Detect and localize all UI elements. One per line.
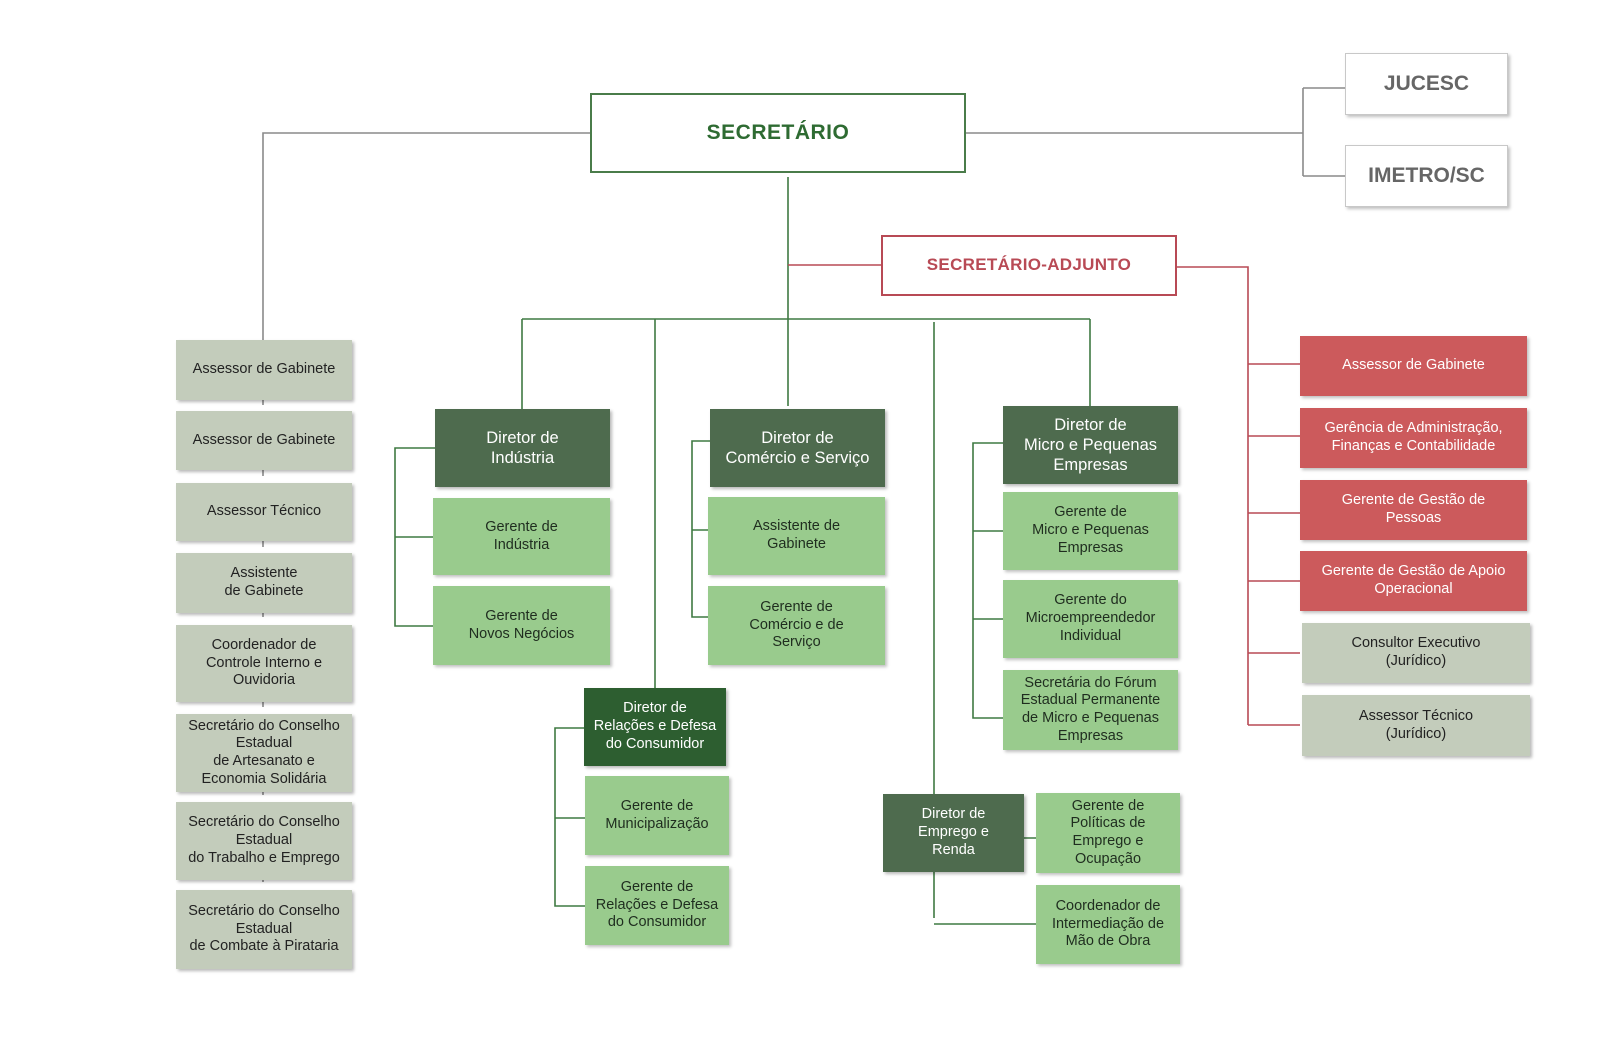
red-connectors (788, 264, 1300, 726)
secretario-box: SECRETÁRIO (590, 93, 966, 173)
adjunto-unit: Assessor de Gabinete (1300, 336, 1527, 396)
imetro-box: IMETRO/SC (1345, 145, 1508, 207)
diretor-consumidor-box: Diretor de Relações e Defesa do Consumid… (584, 688, 726, 766)
gerente-comercio-box: Gerente de Comércio e de Serviço (708, 586, 885, 665)
gerente-mei-box: Gerente do Microempreendedor Individual (1003, 580, 1178, 658)
left-unit: Assessor de Gabinete (176, 340, 352, 400)
imetro-label: IMETRO/SC (1368, 164, 1485, 188)
left-unit: Secretário do Conselho Estadual de Comba… (176, 890, 352, 969)
adjunto-unit: Gerência de Administração, Finanças e Co… (1300, 408, 1527, 468)
adjunto-unit: Gerente de Gestão de Apoio Operacional (1300, 551, 1527, 611)
secretario-adjunto-label: SECRETÁRIO-ADJUNTO (926, 255, 1132, 275)
diretor-industria-box: Diretor de Indústria (435, 409, 610, 487)
gerente-micro-box: Gerente de Micro e Pequenas Empresas (1003, 492, 1178, 570)
left-unit: Assessor de Gabinete (176, 411, 352, 470)
gerente-relacoes-defesa-box: Gerente de Relações e Defesa do Consumid… (585, 866, 729, 945)
gerente-politicas-emprego-box: Gerente de Políticas de Emprego e Ocupaç… (1036, 793, 1180, 873)
gray-connectors (262, 87, 1345, 882)
secretario-label: SECRETÁRIO (706, 121, 850, 145)
coordenador-intermediacao-box: Coordenador de Intermediação de Mão de O… (1036, 885, 1180, 964)
diretor-micro-box: Diretor de Micro e Pequenas Empresas (1003, 406, 1178, 484)
assistente-gabinete-comercio-box: Assistente de Gabinete (708, 497, 885, 575)
diretor-comercio-box: Diretor de Comércio e Serviço (710, 409, 885, 487)
left-unit: Assistente de Gabinete (176, 553, 352, 613)
adjunto-unit: Assessor Técnico (Jurídico) (1302, 695, 1530, 756)
left-unit: Assessor Técnico (176, 483, 352, 541)
gerente-municipalizacao-box: Gerente de Municipalização (585, 776, 729, 855)
diretor-emprego-box: Diretor de Emprego e Renda (883, 794, 1024, 872)
adjunto-unit: Consultor Executivo (Jurídico) (1302, 623, 1530, 683)
left-unit: Secretário do Conselho Estadual de Artes… (176, 714, 352, 792)
secretario-adjunto-box: SECRETÁRIO-ADJUNTO (881, 235, 1177, 296)
adjunto-unit: Gerente de Gestão de Pessoas (1300, 480, 1527, 540)
jucesc-label: JUCESC (1383, 72, 1470, 96)
gerente-industria-box: Gerente de Indústria (433, 498, 610, 575)
left-unit: Secretário do Conselho Estadual do Traba… (176, 802, 352, 880)
gerente-novos-negocios-box: Gerente de Novos Negócios (433, 586, 610, 665)
jucesc-box: JUCESC (1345, 53, 1508, 115)
left-unit: Coordenador de Controle Interno e Ouvido… (176, 625, 352, 702)
secretaria-forum-box: Secretária do Fórum Estadual Permanente … (1003, 670, 1178, 750)
